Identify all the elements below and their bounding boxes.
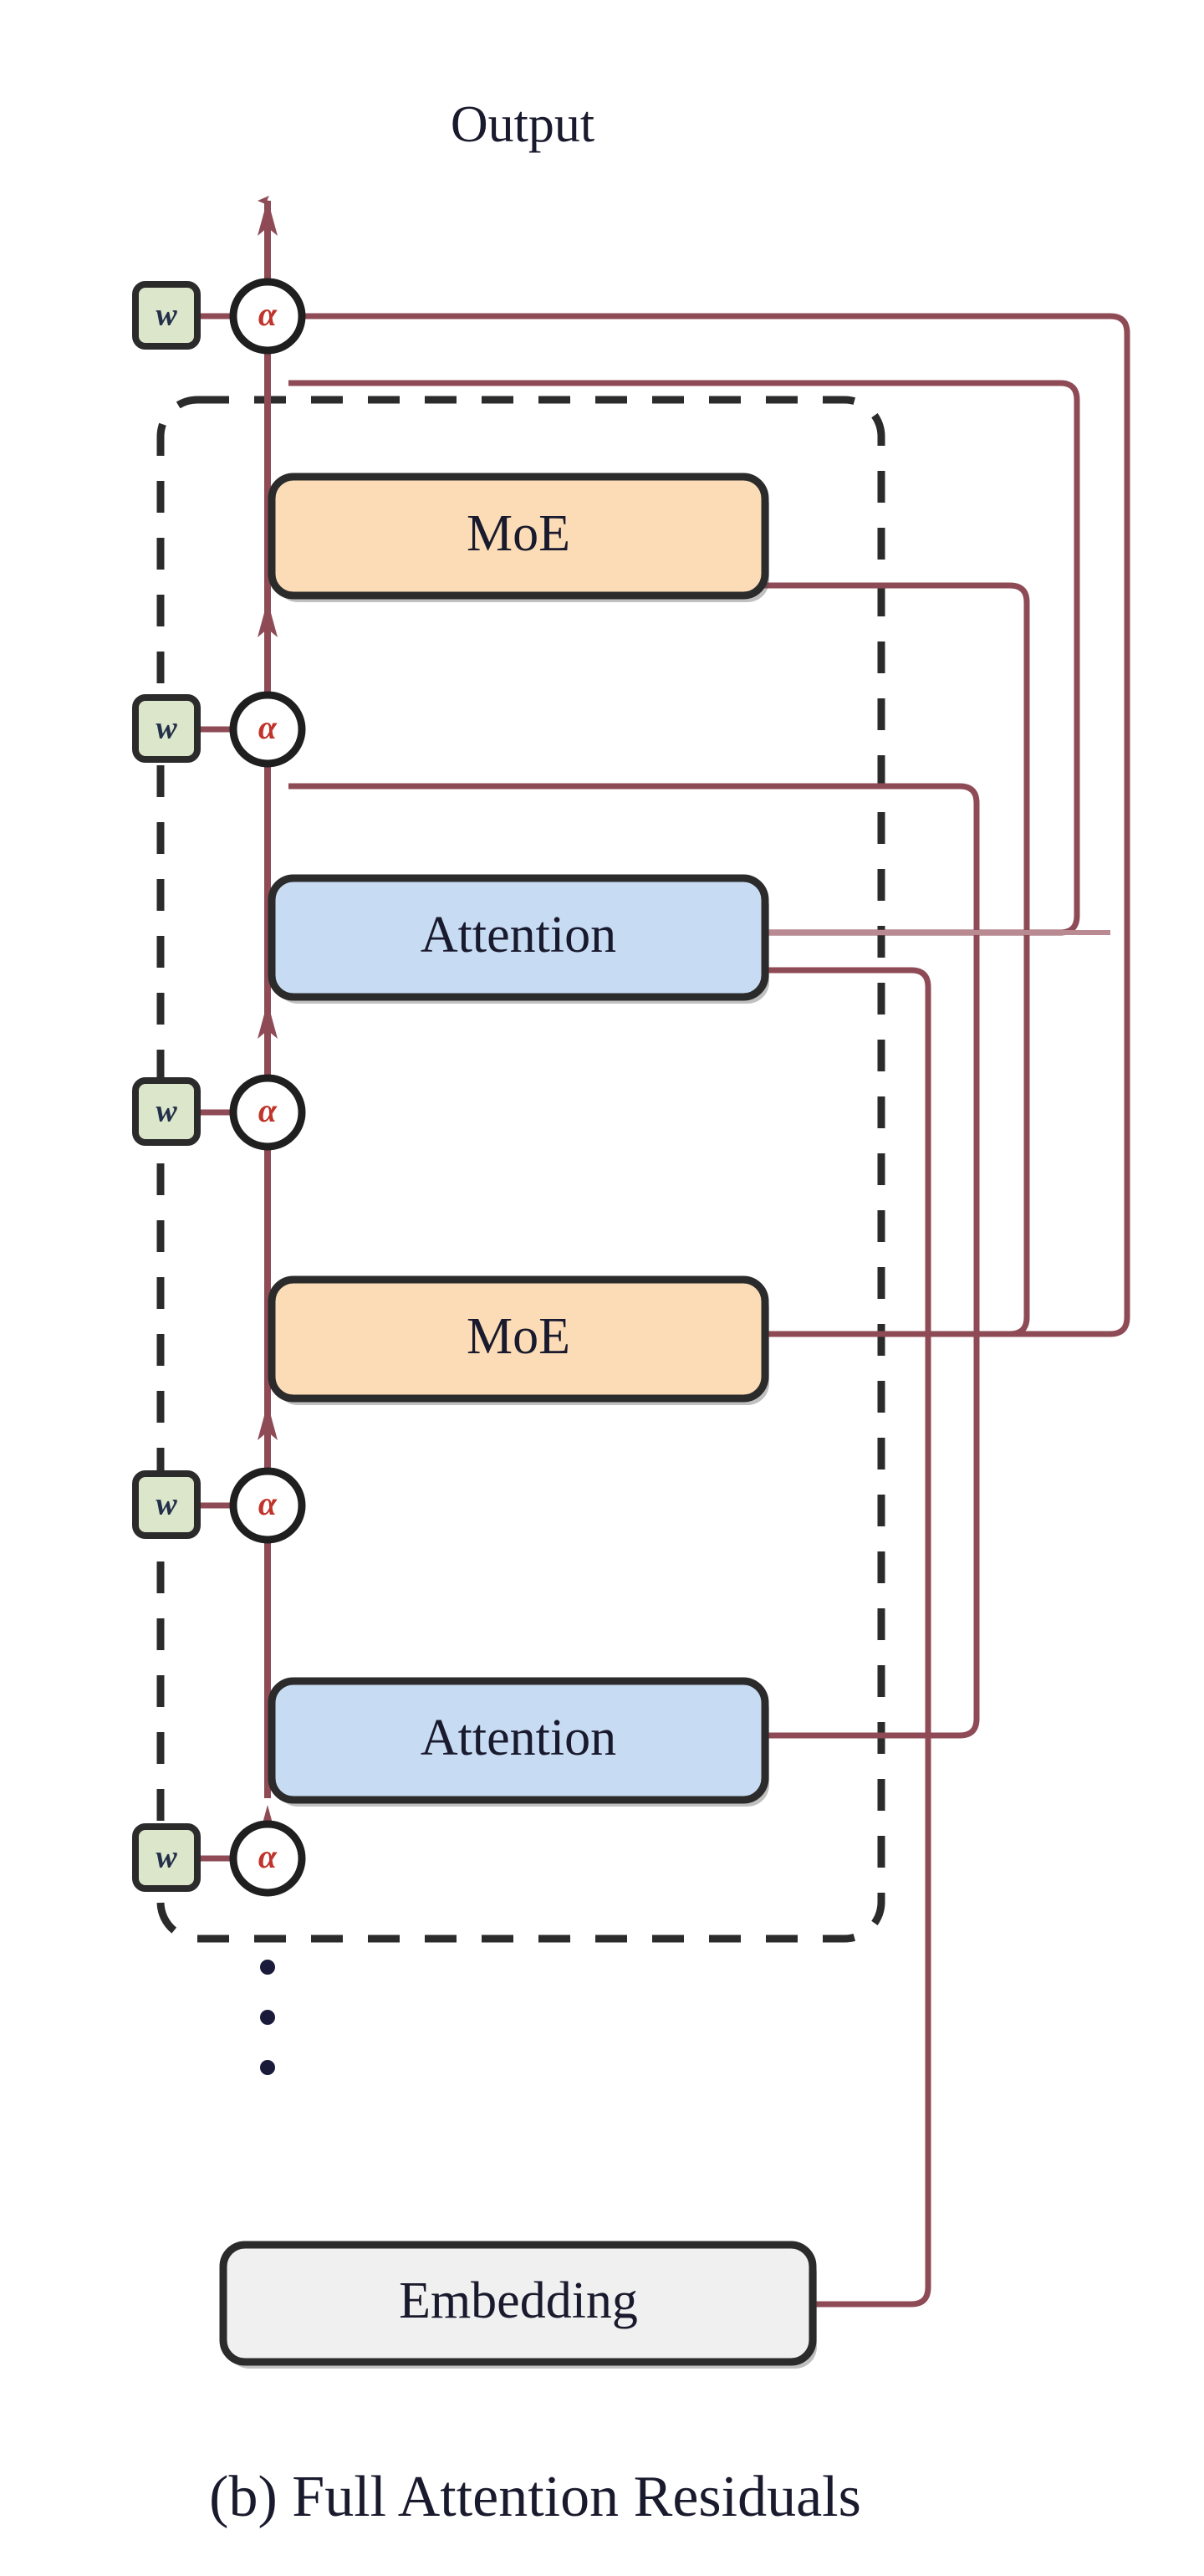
- weight-label-3: w: [156, 1094, 177, 1129]
- ellipsis-dot-3: [260, 2060, 275, 2075]
- alpha-node-5[interactable]: [229, 1820, 306, 1897]
- alpha-label-2: α: [258, 708, 278, 746]
- dashed-layer-group: [156, 396, 885, 1943]
- block-attention-top[interactable]: Attention: [268, 874, 769, 1004]
- residual-row-2: w α: [132, 691, 306, 768]
- weight-label-1: w: [156, 298, 177, 333]
- alpha-label-3: α: [258, 1091, 278, 1129]
- weight-box-1[interactable]: [132, 281, 201, 350]
- weight-label-4: w: [156, 1487, 177, 1522]
- attention-top-rect[interactable]: [268, 874, 769, 1001]
- attention-top-label: Attention: [421, 907, 616, 963]
- block-moe-top[interactable]: MoE: [268, 473, 769, 602]
- residual-row-5: w α: [132, 1820, 306, 1897]
- arrow-to-attention-top: [258, 1002, 278, 1039]
- alpha-node-3[interactable]: [229, 1074, 306, 1151]
- weight-box-3[interactable]: [132, 1077, 201, 1146]
- attention-bottom-label: Attention: [421, 1710, 616, 1766]
- wire-attention-top-to-alpha2: [288, 380, 1080, 936]
- figure-caption: (b) Full Attention Residuals: [209, 2465, 861, 2529]
- alpha-node-4[interactable]: [229, 1467, 306, 1544]
- moe-top-rect[interactable]: [268, 473, 769, 600]
- moe-bottom-label: MoE: [467, 1308, 570, 1365]
- alpha-node-2[interactable]: [229, 691, 306, 768]
- weight-label-2: w: [156, 711, 177, 746]
- weight-label-5: w: [156, 1840, 177, 1875]
- block-moe-bottom[interactable]: MoE: [268, 1275, 769, 1405]
- attention-bottom-rect[interactable]: [268, 1677, 769, 1804]
- residual-row-3: w α: [132, 1074, 306, 1151]
- wire-attention-bottom-to-alpha4: [288, 783, 980, 1739]
- weight-box-4[interactable]: [132, 1470, 201, 1539]
- alpha-label-5: α: [258, 1837, 278, 1875]
- block-embedding[interactable]: Embedding: [219, 2241, 817, 2369]
- residual-row-4: w α: [132, 1467, 306, 1544]
- moe-bottom-rect[interactable]: [268, 1275, 769, 1403]
- residual-row-1: w α: [132, 278, 306, 355]
- embedding-label: Embedding: [399, 2272, 638, 2329]
- alpha-label-1: α: [258, 295, 278, 333]
- wire-moe-top-to-alpha1: [288, 313, 1130, 1337]
- moe-top-label: MoE: [467, 505, 570, 562]
- output-label: Output: [451, 96, 594, 153]
- wire-embedding-to-alpha5: [288, 967, 931, 2308]
- arrow-to-moe-bottom: [258, 1403, 278, 1440]
- alpha-label-4: α: [258, 1485, 278, 1522]
- alpha-node-1[interactable]: [229, 278, 306, 355]
- ellipsis-dot-1: [260, 1960, 275, 1975]
- weight-box-2[interactable]: [132, 694, 201, 763]
- ellipsis-dot-2: [260, 2010, 275, 2025]
- block-attention-bottom[interactable]: Attention: [268, 1677, 769, 1807]
- vertical-ellipsis: [260, 1960, 275, 2075]
- embedding-rect[interactable]: [219, 2241, 817, 2366]
- arrow-to-moe-top: [258, 601, 278, 637]
- arrow-to-output: [258, 199, 278, 236]
- weight-box-5[interactable]: [132, 1823, 201, 1892]
- residual-wire-group: [288, 313, 1130, 2308]
